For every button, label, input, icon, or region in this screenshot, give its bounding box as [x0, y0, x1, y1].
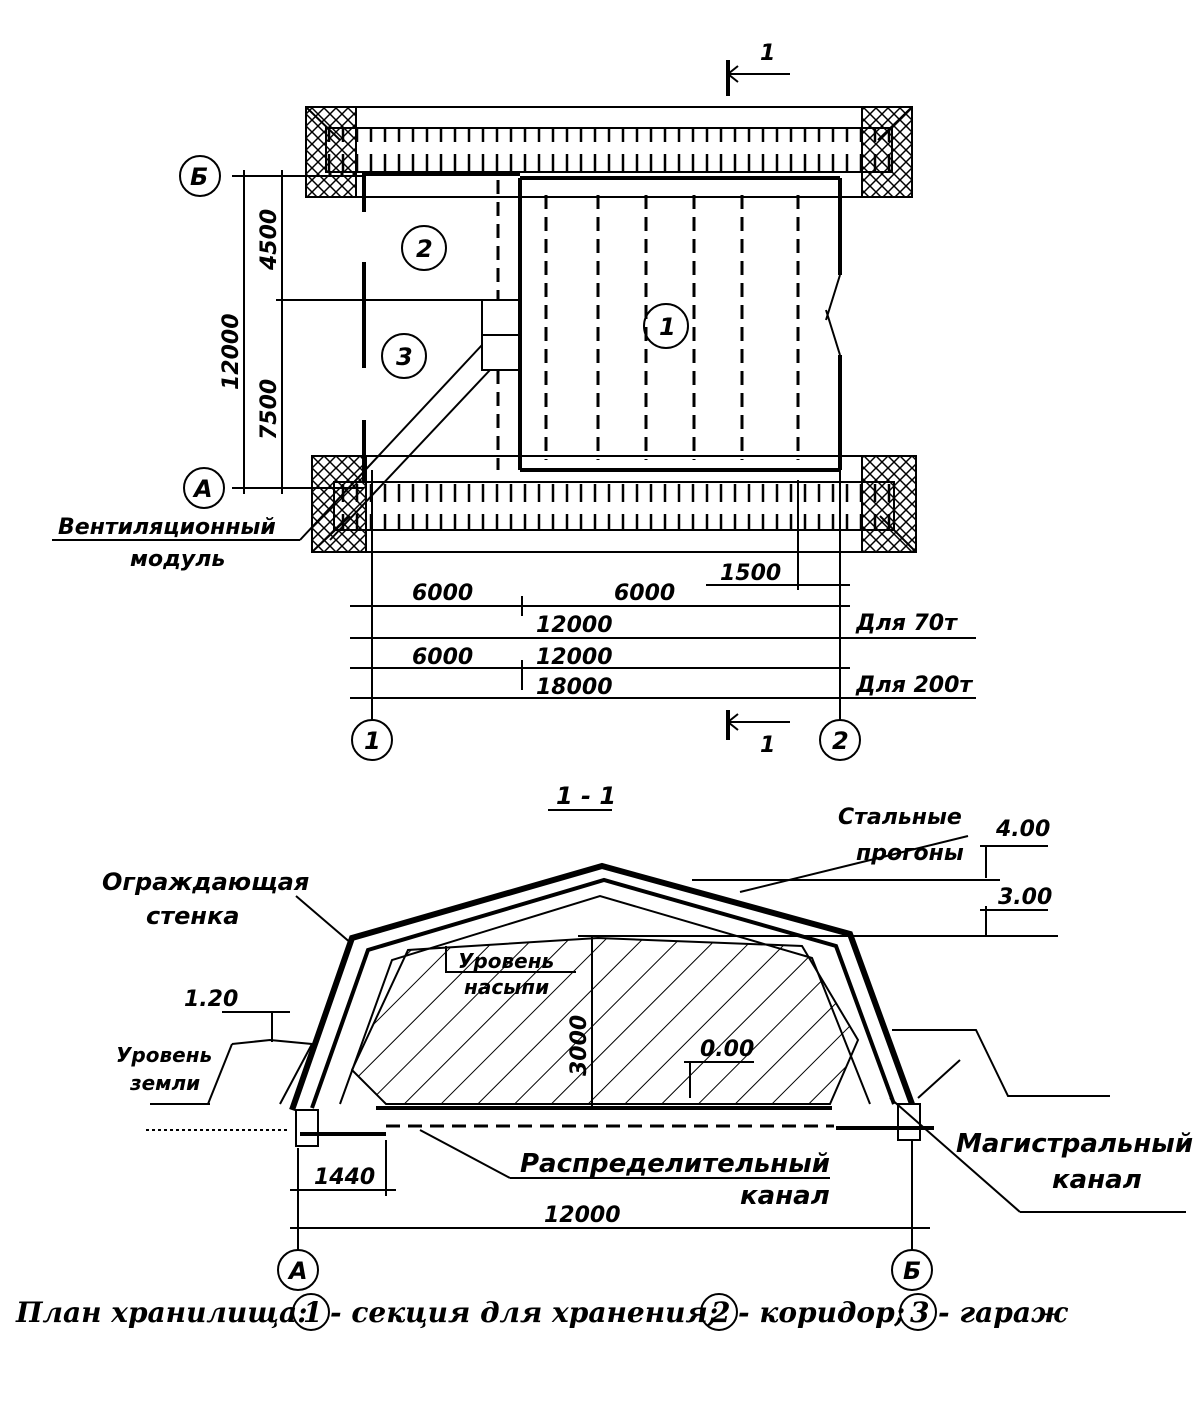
caption-num-2: 2 — [710, 1296, 730, 1329]
dim-12000-section: 12000 — [544, 1203, 621, 1228]
dim-6000-a: 6000 — [412, 581, 473, 606]
caption-num-1: 1 — [303, 1296, 322, 1329]
label-fill-level-1: Уровень — [458, 949, 554, 973]
note-for-200t: Для 200т — [855, 673, 973, 698]
grid-label-b: Б — [190, 163, 208, 191]
label-steel-purlins-1: Стальные — [838, 805, 962, 830]
level-0-00: 0.00 — [700, 1037, 754, 1062]
grid-label-2: 2 — [832, 727, 849, 755]
section-axis-a: А — [287, 1257, 308, 1285]
fill-mound — [350, 936, 860, 1105]
level-4-00: 4.00 — [995, 817, 1050, 842]
dim-12000-vertical: 12000 — [219, 313, 244, 390]
level-3-00: 3.00 — [998, 885, 1052, 910]
dim-6000-c: 6000 — [412, 645, 473, 670]
dim-4500: 4500 — [257, 209, 282, 271]
label-dist-channel-1: Распределительный — [520, 1149, 830, 1179]
label-fill-level-2: насыпи — [464, 975, 549, 999]
note-for-70t: Для 70т — [855, 611, 958, 636]
label-steel-purlins-2: прогоны — [856, 841, 964, 866]
caption-text-1: - секция для хранения; — [330, 1296, 718, 1329]
grid-label-1: 1 — [364, 727, 381, 755]
label-wall-1: Ограждающая — [102, 868, 309, 896]
label-ground-level-2: земли — [129, 1071, 200, 1095]
room-label-2: 2 — [416, 235, 433, 263]
section-mark-top: 1 — [760, 41, 775, 66]
label-dist-channel-2: канал — [740, 1181, 830, 1211]
vent-module-line1: Вентиляционный — [58, 515, 276, 540]
dim-12000-a: 12000 — [536, 613, 613, 638]
caption-text-2: - коридор; — [738, 1296, 905, 1329]
dim-6000-b: 6000 — [614, 581, 675, 606]
caption-prefix: План хранилища: — [15, 1296, 308, 1329]
dim-1440: 1440 — [314, 1165, 375, 1190]
label-wall-2: стенка — [146, 902, 239, 930]
figure-caption — [292, 1293, 937, 1331]
section-mark-bottom: 1 — [760, 733, 775, 758]
caption-text-3: - гараж — [938, 1296, 1069, 1329]
label-main-channel-2: канал — [1052, 1165, 1142, 1195]
section-title: 1 - 1 — [556, 782, 616, 810]
roof-outline — [289, 862, 915, 1111]
caption-num-3: 3 — [910, 1296, 929, 1329]
room-label-3: 3 — [396, 343, 413, 371]
dim-3000: 3000 — [567, 1015, 592, 1076]
section-view — [146, 809, 1186, 1291]
grid-label-a: А — [192, 475, 213, 503]
section-axis-b: Б — [903, 1257, 921, 1285]
plan-view — [52, 60, 976, 761]
dim-1500: 1500 — [720, 561, 781, 586]
dim-7500: 7500 — [257, 379, 282, 440]
dim-12000-b: 12000 — [536, 645, 613, 670]
label-ground-level-1: Уровень — [116, 1043, 212, 1067]
label-main-channel-1: Магистральный — [956, 1129, 1193, 1159]
room-label-1: 1 — [659, 313, 676, 341]
storage-columns — [544, 195, 800, 460]
level-1-20: 1.20 — [184, 987, 238, 1012]
dim-18000: 18000 — [536, 675, 613, 700]
vent-module-line2: модуль — [130, 547, 225, 572]
